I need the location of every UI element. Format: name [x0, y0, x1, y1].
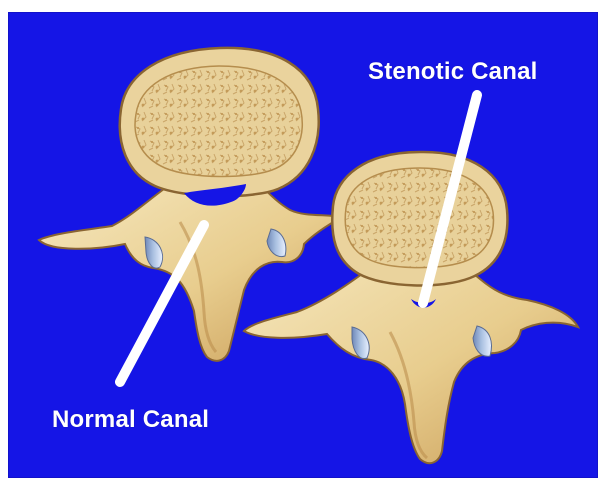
normal-canal-label: Normal Canal	[52, 406, 209, 434]
stenotic-body-spongy-center	[345, 168, 493, 268]
stenotic-canal-label: Stenotic Canal	[368, 58, 538, 86]
diagram-frame: Stenotic Canal Normal Canal	[8, 12, 598, 478]
stenotic-vertebra	[244, 152, 578, 463]
normal-body-spongy-center	[135, 66, 302, 177]
